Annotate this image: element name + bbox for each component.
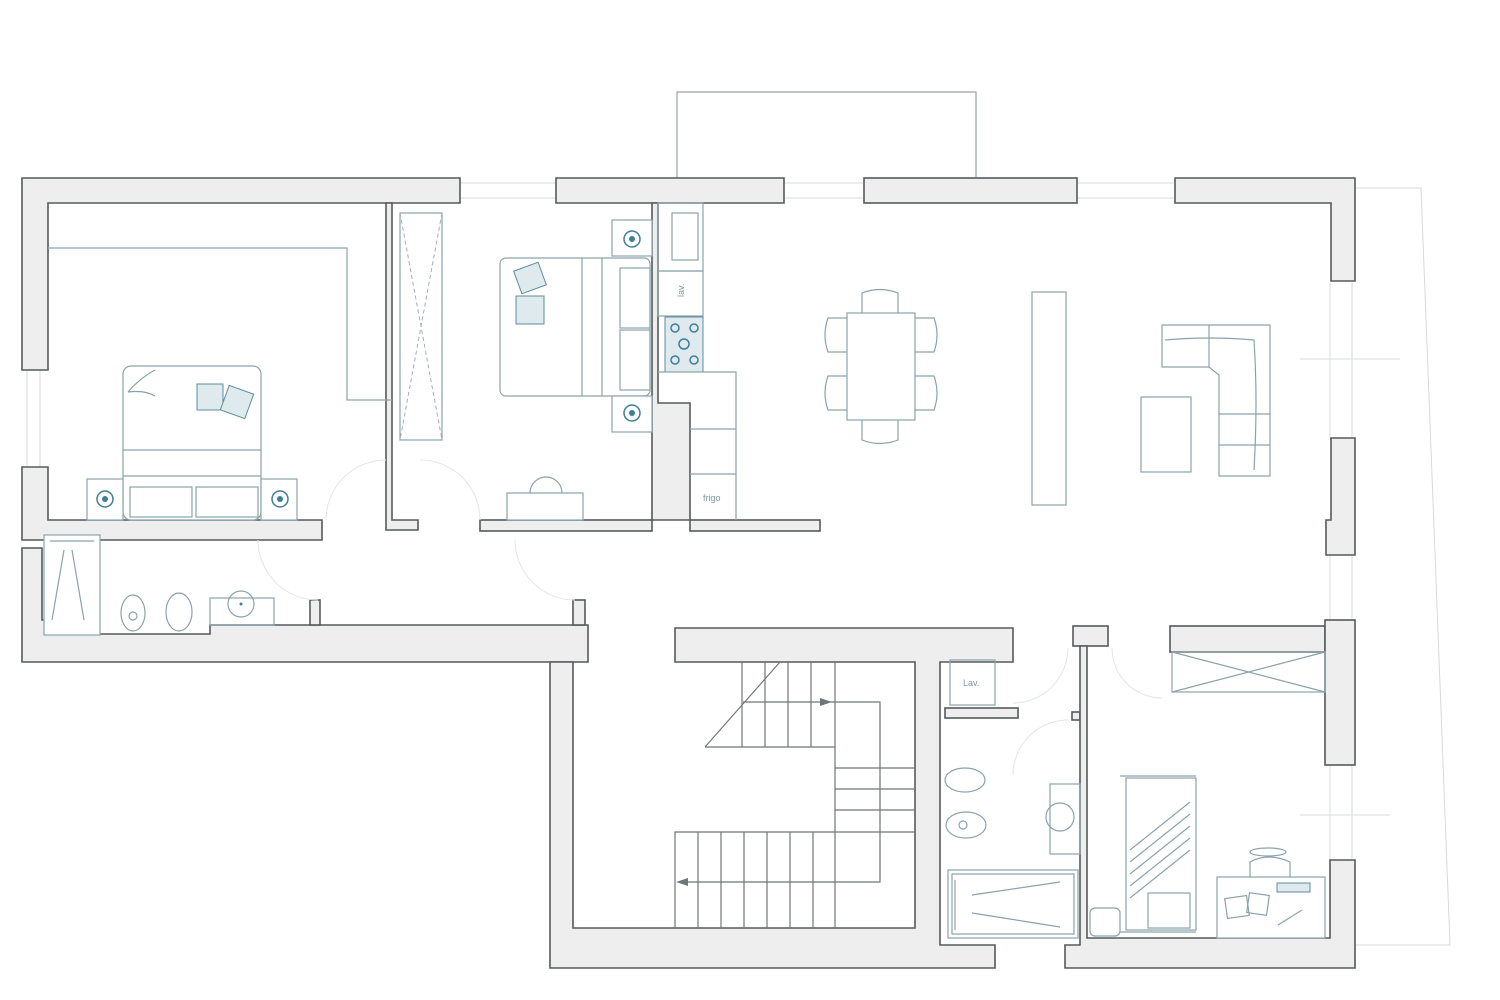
lamp-icon [96,490,114,508]
door-master [325,459,387,521]
door-bedroom-2 [419,459,481,521]
bathroom-1 [43,534,275,636]
hall-wardrobe [399,212,443,441]
wall-kitchen-south [689,519,821,532]
pen [1277,909,1303,926]
wall-east-pier [1325,437,1356,556]
balcony-outline [676,91,977,178]
wall-bed3-south [1064,645,1356,969]
dishwasher-label: lav. [676,284,686,297]
wall-master-north [21,177,461,371]
wardrobe [399,212,443,441]
wall-stairwell [549,627,1014,969]
wall-bed3-north [1169,625,1326,653]
wall-master-south [21,466,323,541]
bidet [944,767,986,793]
pillow [619,267,651,329]
wall-bed2-south [479,519,653,532]
pillow [1147,892,1191,929]
washbasin-counter [209,597,275,626]
dining-table [846,312,916,421]
walls [21,177,1356,969]
pillow [129,486,193,518]
bedroom-2 [499,219,653,521]
kitchen: lav. frigo [657,202,737,520]
pillow [195,486,259,518]
bedroom-3 [1089,651,1326,939]
chair [915,375,938,411]
washbasin-counter [1049,783,1081,855]
chair [861,288,899,313]
door-bedroom-3 [1111,647,1163,699]
living-area [1140,324,1271,477]
wardrobe [1171,651,1326,693]
chair [915,317,938,353]
lamp-icon [271,490,289,508]
door-swings [257,459,1163,776]
cushion [196,383,224,411]
cushion [513,261,547,295]
door-bath2 [1012,719,1069,776]
wall-bath1-south [21,547,589,663]
washbasin [1045,802,1075,832]
cushion [219,384,255,420]
lamp-icon [623,230,641,248]
exterior-outlines [26,91,1451,946]
desk [506,492,584,521]
keyboard [1276,882,1311,893]
chair [861,420,899,445]
washbasin [227,590,255,618]
coffee-table [1140,396,1192,473]
door-corridor [514,539,576,601]
walk-in-closet-outline [48,247,392,401]
door-laundry [1012,647,1069,704]
wall-laundry-divider [944,707,1019,719]
arrow-right-icon [820,698,832,706]
door-bath1 [257,539,319,601]
bidet [165,592,193,632]
staircase [674,661,915,928]
terrace-outline [1355,187,1451,946]
master-bedroom [48,247,392,521]
wall-bed3-east [1324,619,1356,766]
stair-direction-line [685,701,881,883]
washing-machine [949,659,996,706]
stool [529,476,563,494]
wall-ne-corner [1174,177,1356,282]
wall-partition-1 [385,202,419,531]
desk-chair [1249,856,1291,877]
dining-area [824,288,938,445]
dishwasher [657,270,704,317]
pouf [1089,907,1121,937]
laundry: Lav. [949,659,996,706]
wall-north-living [863,177,1078,204]
bathroom-2 [944,767,1081,939]
laundry-label: Lav. [963,678,979,688]
sink [671,212,699,261]
sideboard [1031,291,1067,506]
chair [824,317,847,353]
bathtub [947,869,1079,939]
wall-north-mid [555,177,785,204]
fridge-label: frigo [703,493,721,503]
lamp-icon [623,404,641,422]
toilet [120,594,146,632]
corner-sofa [1161,324,1271,477]
cushion [515,295,545,325]
chair [824,375,847,411]
pillow [619,329,651,391]
toilet [945,811,987,839]
arrow-left-icon [676,878,688,886]
